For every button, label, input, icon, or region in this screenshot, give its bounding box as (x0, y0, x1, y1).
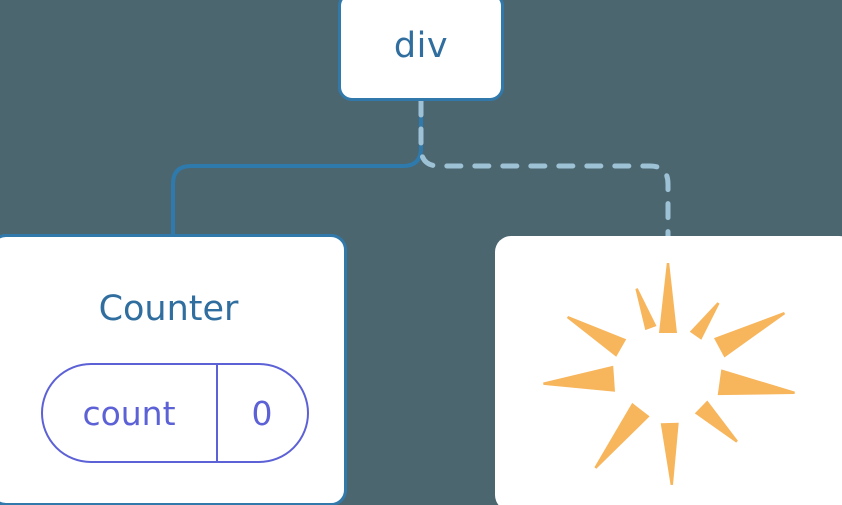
edge-div-to-counter (171, 99, 423, 238)
sparkle-ray-0 (659, 263, 677, 333)
sparkle-ray-8 (566, 316, 627, 357)
sparkle-ray-1 (689, 302, 720, 340)
sparkle-ray-4 (694, 400, 738, 443)
sparkle-ray-2 (714, 312, 786, 358)
state-pill-key: count (43, 365, 218, 461)
sparkle-ray-3 (717, 369, 795, 396)
sparkle-ray-7 (543, 365, 615, 392)
node-div-label: div (393, 26, 449, 66)
node-counter-title: Counter (98, 289, 239, 329)
node-div[interactable]: div (338, 0, 504, 101)
state-pill[interactable]: count 0 (40, 363, 309, 463)
sparkle-ray-5 (660, 422, 679, 485)
sparkle-ray-9 (635, 288, 657, 331)
edge-div-to-sparkle (418, 98, 671, 243)
state-pill-value: 0 (251, 393, 273, 433)
node-sparkle[interactable] (495, 236, 842, 505)
node-counter[interactable]: Counter count 0 (0, 234, 347, 505)
sparkle-ray-6 (594, 402, 650, 469)
sparkle-burst-icon (543, 263, 795, 485)
